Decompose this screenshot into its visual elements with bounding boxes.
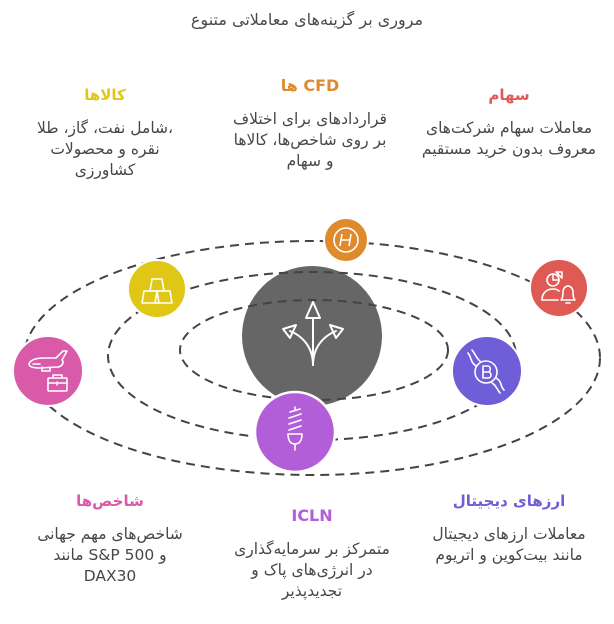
crypto-block: ارزهای دیجیتال معاملات ارزهای دیجیتال ما… (414, 492, 604, 566)
split-arrows-icon (282, 301, 344, 366)
crypto-heading: ارزهای دیجیتال (452, 492, 566, 510)
indices-description: شاخص‌های مهم جهانی و S&P 500 مانند DAX30 (37, 525, 183, 585)
cfd-block: CFD ها قراردادهای برای اختلاف بر روی شاخ… (222, 76, 398, 172)
commodities-block: کالاها ،شامل نفت، گاز، طلا نقره و محصولا… (20, 86, 190, 181)
commodities-node[interactable] (127, 259, 187, 319)
commodities-description: ،شامل نفت، گاز، طلا نقره و محصولات کشاور… (36, 119, 174, 179)
h-circle-icon (333, 227, 359, 253)
crypto-description: معاملات ارزهای دیجیتال مانند بیت‌کوین و … (432, 525, 586, 564)
stocks-description: معاملات سهام شرکت‌های معروف بدون خرید مس… (421, 119, 597, 158)
stocks-heading: سهام (488, 86, 530, 104)
icln-node[interactable] (253, 390, 337, 474)
icln-heading: ICLN (291, 506, 333, 525)
diagram-title: مروری بر گزینه‌های معاملاتی متنوع (190, 10, 424, 29)
cfd-description: قراردادهای برای اختلاف بر روی شاخص‌ها، ک… (233, 110, 387, 170)
bitcoin-hands-icon (467, 349, 505, 394)
eco-bulb-icon (287, 406, 303, 451)
indices-node[interactable] (12, 335, 84, 407)
stocks-node[interactable] (529, 258, 589, 318)
icln-description: متمرکز بر سرمایه‌گذاری در انرژی‌های پاک … (234, 540, 390, 600)
icln-block: ICLN متمرکز بر سرمایه‌گذاری در انرژی‌های… (222, 506, 402, 602)
cfd-heading: CFD ها (280, 76, 340, 95)
stocks-block: سهام معاملات سهام شرکت‌های معروف بدون خر… (414, 86, 604, 160)
indices-block: شاخص‌ها شاخص‌های مهم جهانی و S&P 500 مان… (20, 492, 200, 587)
cfd-node[interactable] (323, 217, 369, 263)
user-chart-bell-icon (541, 271, 576, 304)
plane-briefcase-icon (28, 350, 68, 392)
gold-bars-icon (141, 278, 173, 304)
commodities-heading: کالاها (84, 86, 126, 104)
crypto-node[interactable] (451, 335, 523, 407)
indices-heading: شاخص‌ها (76, 492, 144, 510)
